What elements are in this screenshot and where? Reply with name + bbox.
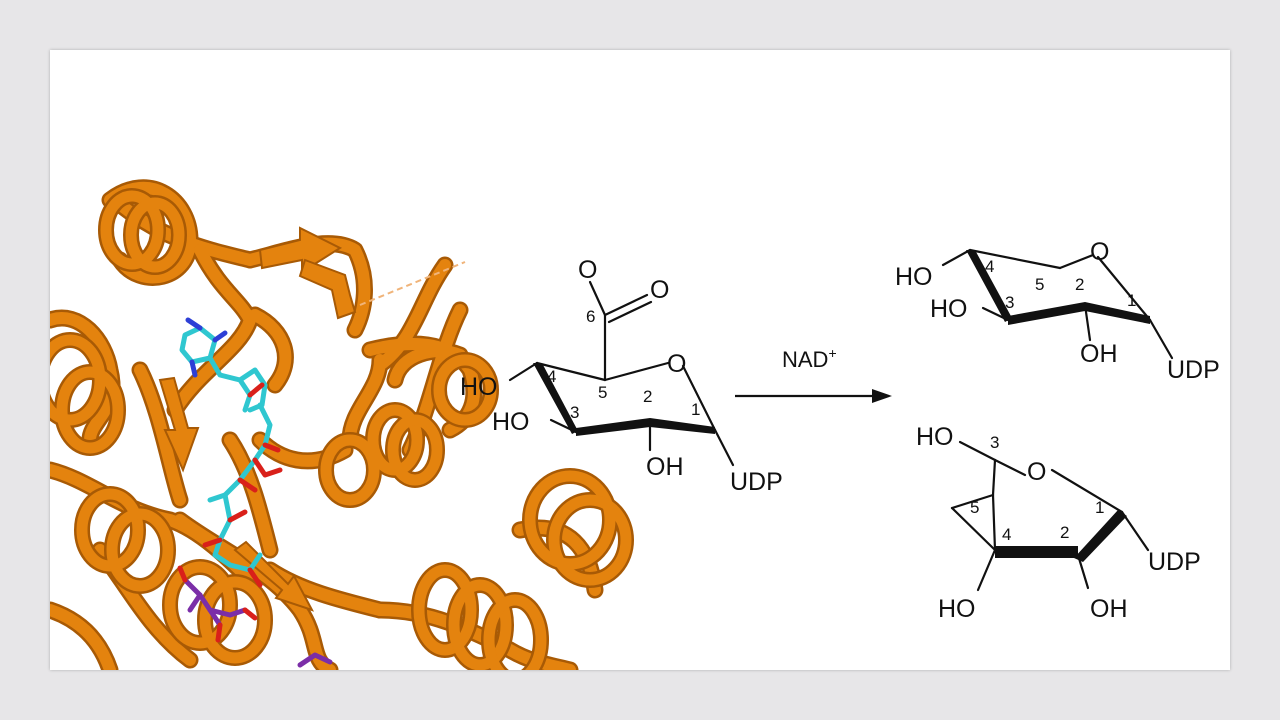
furanose-carbon-2: 2 bbox=[1060, 523, 1069, 542]
pyranose-carbon-4: 4 bbox=[985, 257, 994, 276]
furanose-carbon-4: 4 bbox=[1002, 525, 1011, 544]
reactant-carbon-2: 2 bbox=[643, 387, 652, 406]
reactant-carbon-3: 3 bbox=[570, 403, 579, 422]
furanose-oh-c2: OH bbox=[1090, 595, 1128, 623]
reactant-carbon-4: 4 bbox=[547, 367, 556, 386]
pyranose-ho-c4: HO bbox=[895, 263, 933, 291]
product-pyranose-structure: O HO HO OH UDP 4 5 3 2 1 bbox=[895, 238, 1220, 384]
reactant-carbon-5: 5 bbox=[598, 383, 607, 402]
furanose-carbon-1: 1 bbox=[1095, 498, 1104, 517]
protein-structure-image bbox=[50, 179, 634, 670]
reactant-ring-oxygen: O bbox=[667, 350, 686, 378]
pyranose-udp: UDP bbox=[1167, 356, 1220, 384]
reactant-carbon-6: 6 bbox=[586, 307, 595, 326]
pyranose-ring-oxygen: O bbox=[1090, 238, 1109, 266]
pyranose-carbon-5: 5 bbox=[1035, 275, 1044, 294]
furanose-carbon-5: 5 bbox=[970, 498, 979, 517]
reactant-carboxyl-o2: O bbox=[650, 276, 669, 304]
slide: O O O HO HO OH UDP 6 5 4 3 2 1 NAD+ O HO bbox=[50, 50, 1230, 670]
pyranose-ho-c3: HO bbox=[930, 295, 968, 323]
pyranose-carbon-2: 2 bbox=[1075, 275, 1084, 294]
pyranose-carbon-3: 3 bbox=[1005, 293, 1014, 312]
reactant-structure: O O O HO HO OH UDP 6 5 4 3 2 1 bbox=[460, 256, 783, 496]
pyranose-oh-c2: OH bbox=[1080, 340, 1118, 368]
product-furanose-structure: HO O HO OH UDP 3 5 4 2 1 bbox=[916, 423, 1201, 623]
reactant-oh-c2: OH bbox=[646, 453, 684, 481]
furanose-udp: UDP bbox=[1148, 548, 1201, 576]
pyranose-carbon-1: 1 bbox=[1127, 291, 1136, 310]
reactant-carbon-1: 1 bbox=[691, 400, 700, 419]
furanose-ho-c4: HO bbox=[938, 595, 976, 623]
arrowhead-icon bbox=[872, 389, 892, 403]
furanose-ho-c3: HO bbox=[916, 423, 954, 451]
cofactor-label: NAD+ bbox=[782, 345, 837, 372]
furanose-carbon-3: 3 bbox=[990, 433, 999, 452]
furanose-ring-oxygen: O bbox=[1027, 458, 1046, 486]
reactant-carboxyl-o1: O bbox=[578, 256, 597, 284]
reactant-udp: UDP bbox=[730, 468, 783, 496]
reactant-ho-c4: HO bbox=[460, 373, 498, 401]
reaction-arrow: NAD+ bbox=[735, 345, 892, 403]
reactant-ho-c3: HO bbox=[492, 408, 530, 436]
figure: O O O HO HO OH UDP 6 5 4 3 2 1 NAD+ O HO bbox=[50, 179, 1220, 670]
